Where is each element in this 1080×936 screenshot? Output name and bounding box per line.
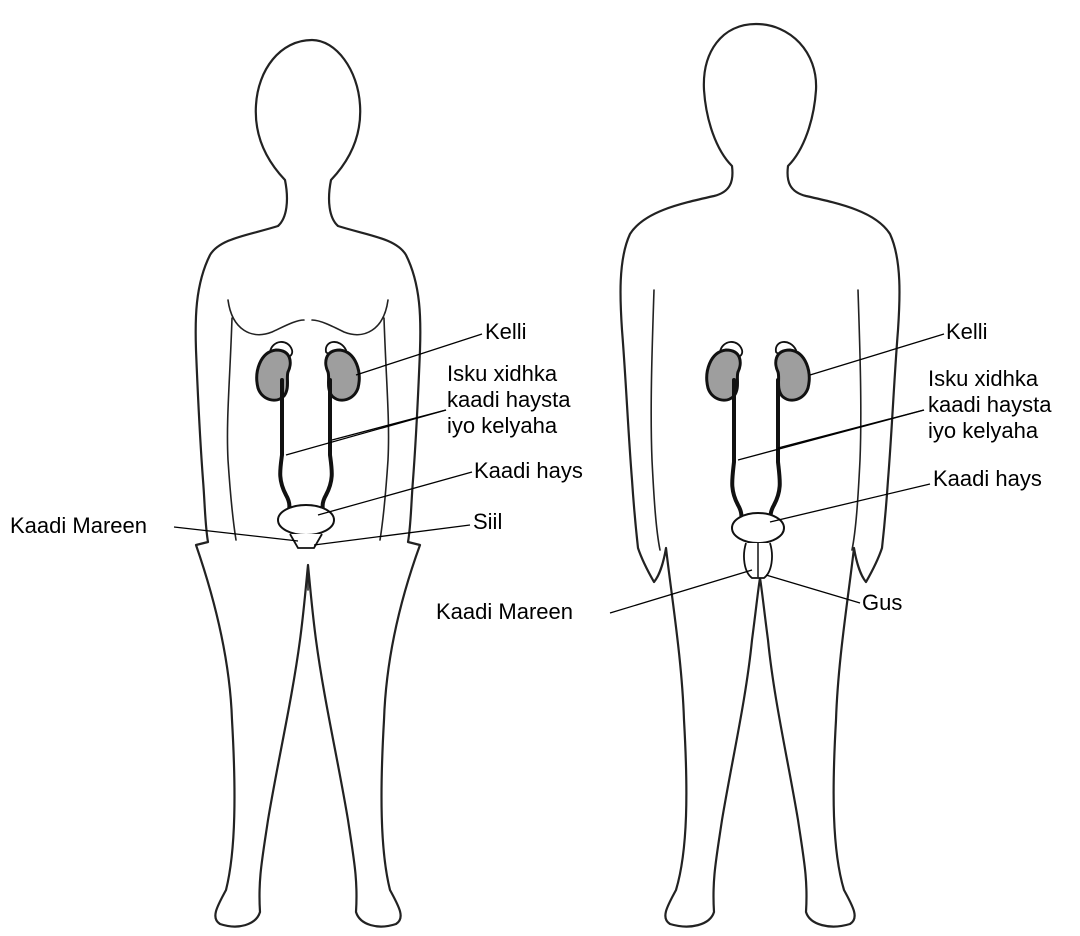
female-ureter-label-1: Isku xidhka [447,361,558,386]
male-left-ureter [732,380,741,522]
male-ureter-label-1: Isku xidhka [928,366,1039,391]
male-right-kidney [776,350,809,400]
female-urethra-label: Kaadi Mareen [10,513,147,538]
female-left-arm-line [227,318,236,540]
male-urinary-organs [707,342,809,578]
male-kidney-label: Kelli [946,319,988,344]
female-vagina-leader [314,525,470,545]
female-right-ureter [323,380,332,512]
female-vagina-label: Siil [473,509,502,534]
male-body-outline [620,24,899,927]
male-bladder-leader [770,484,930,522]
male-bladder-label: Kaadi hays [933,466,1042,491]
female-breast-line-left [228,300,304,335]
female-bladder [278,505,334,535]
male-urethra-label: Kaadi Mareen [436,599,573,624]
male-urethra-leader [610,570,752,613]
female-kidney-label: Kelli [485,319,527,344]
male-right-arm-line [852,290,861,550]
female-bladder-label: Kaadi hays [474,458,583,483]
male-ureter-label-2: kaadi haysta [928,392,1052,417]
male-penis-label: Gus [862,590,902,615]
male-kidney-leader [810,334,944,375]
female-ureter-label-2: kaadi haysta [447,387,571,412]
male-penis-leader [766,575,860,603]
male-left-arm-line [651,290,660,550]
female-ureter-label-3: iyo kelyaha [447,413,558,438]
female-left-kidney [257,350,290,400]
male-ureter-label-3: iyo kelyaha [928,418,1039,443]
female-breast-line-right [312,300,388,335]
male-bladder [732,513,784,543]
male-ureter-leader-b [778,410,924,448]
female-urinary-organs [257,342,359,548]
female-figure: Kelli Isku xidhka kaadi haysta iyo kelya… [10,40,583,927]
female-right-arm-line [380,318,389,540]
female-bladder-leader [318,472,472,515]
female-left-ureter [280,380,289,512]
